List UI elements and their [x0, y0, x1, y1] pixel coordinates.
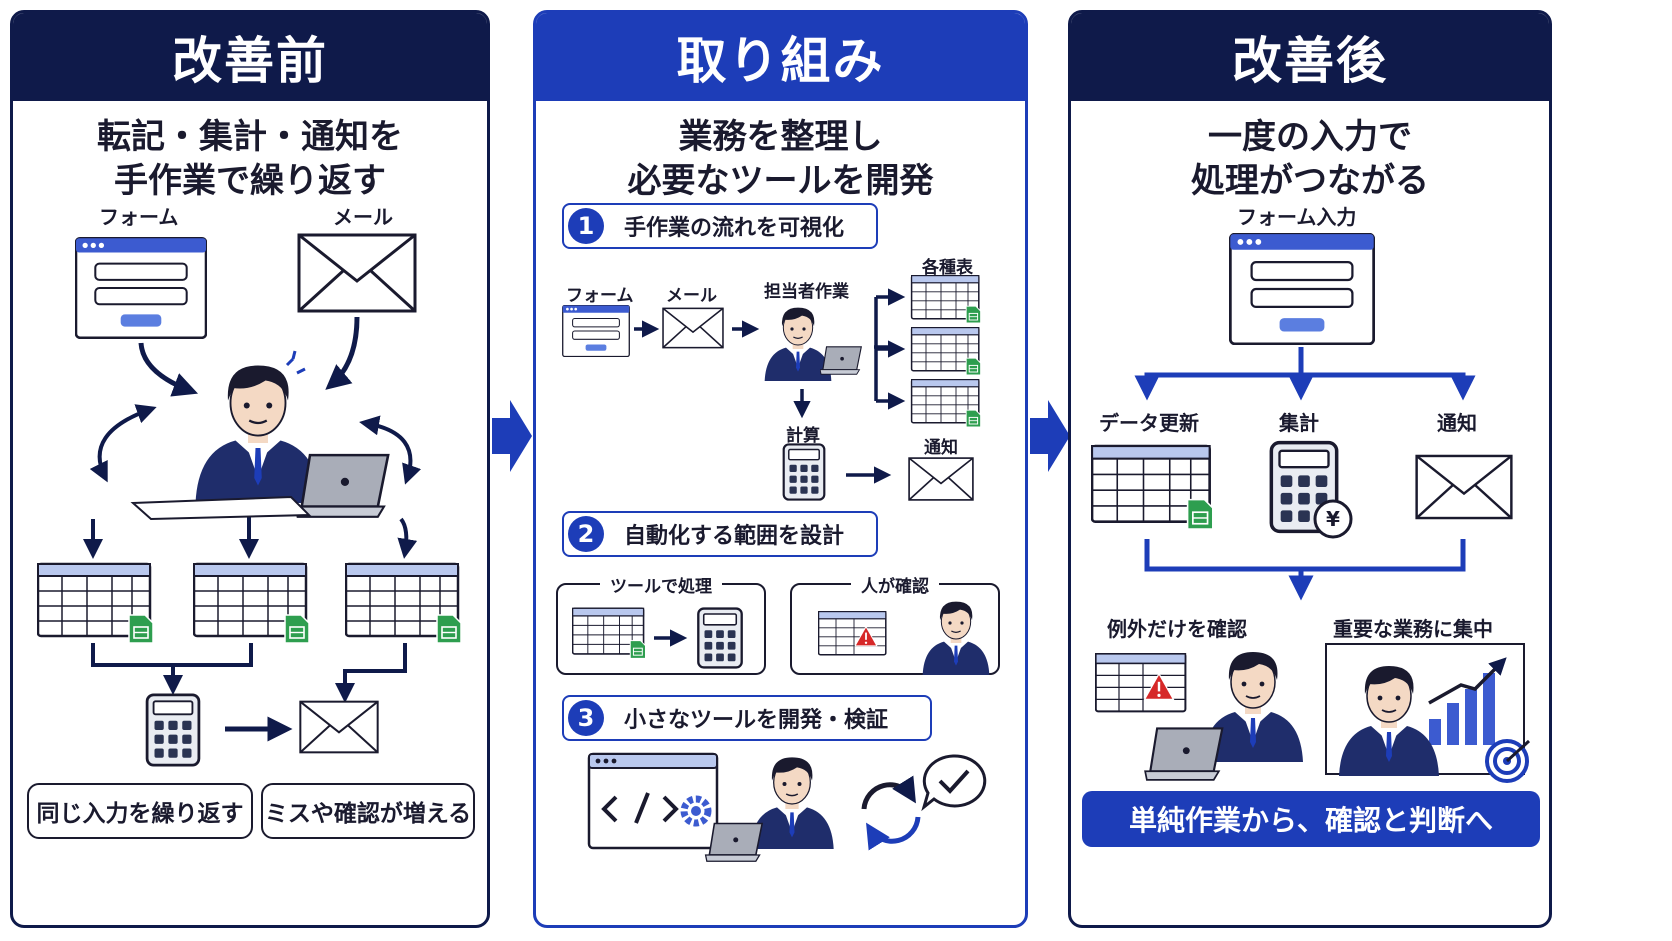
- label-mail: メール: [333, 205, 393, 229]
- step-2-number: 2: [568, 516, 604, 552]
- panel-action-subtitle-1: 業務を整理し: [678, 117, 883, 157]
- label-form-input: フォーム入力: [1237, 205, 1357, 229]
- yen-coin-icon: ¥: [1313, 499, 1353, 539]
- label-form: フォーム: [99, 205, 179, 229]
- box-tool-processing: ツールで処理: [556, 577, 766, 675]
- step-1-label: 手作業の流れを可視化: [624, 216, 845, 241]
- tool-arrow: [654, 629, 688, 647]
- box-human-check: 人が確認: [790, 577, 1000, 675]
- focused-worker-figure: [1337, 664, 1441, 778]
- tool-calculator-icon: [697, 607, 743, 669]
- panel-before-subtitle-1: 転記・集計・通知を: [97, 117, 403, 157]
- box-tool-caption: ツールで処理: [600, 577, 722, 597]
- spreadsheet-icon-2: [193, 562, 311, 645]
- check-bubble-icon: [921, 754, 987, 812]
- flow-arrows: [634, 288, 906, 484]
- label-exception-only: 例外だけを確認: [1107, 617, 1247, 641]
- flow-label-tables: 各種表: [922, 258, 973, 278]
- data-update-sheet-icon: [1091, 444, 1215, 531]
- pill-repeat-input: 同じ入力を繰り返す: [27, 783, 253, 839]
- label-data-update: データ更新: [1099, 411, 1199, 435]
- after-flow-arrows: [1134, 347, 1476, 601]
- panel-before-subtitle-2: 手作業で繰り返す: [114, 161, 386, 201]
- flow-label-form: フォーム: [566, 286, 634, 306]
- after-notify-mail-icon: [1415, 454, 1513, 520]
- calculator-icon: [145, 693, 201, 767]
- panel-after-title: 改善後: [1071, 13, 1549, 101]
- svg-text:¥: ¥: [1326, 507, 1340, 531]
- human-warning-sheet-icon: [818, 611, 887, 656]
- panel-action: 取り組み 業務を整理し 必要なツールを開発 1 手作業の流れを可視化 フォーム …: [533, 10, 1028, 928]
- code-window-icon: [587, 752, 719, 850]
- pill-errors-increase: ミスや確認が増える: [261, 783, 475, 839]
- next-arrow-1: [492, 400, 532, 472]
- step-1-box: 1 手作業の流れを可視化: [562, 203, 878, 249]
- reviewer-laptop-icon: [1144, 727, 1224, 781]
- flow-label-staff: 担当者作業: [764, 282, 849, 302]
- notify-mail-icon: [299, 700, 379, 754]
- refresh-cycle-icon: [861, 775, 921, 851]
- step-3-box: 3 小さなツールを開発・検証: [562, 695, 932, 741]
- panel-after-subtitle-1: 一度の入力で: [1208, 117, 1412, 157]
- flow-label-mail: メール: [666, 286, 717, 306]
- panel-before-title: 改善前: [13, 13, 487, 101]
- box-human-caption: 人が確認: [851, 577, 939, 597]
- step-3-number: 3: [568, 700, 604, 736]
- label-notify: 通知: [1437, 411, 1477, 435]
- flow-label-calc: 計算: [786, 426, 820, 446]
- step-2-box: 2 自動化する範囲を設計: [562, 511, 878, 557]
- panel-action-subtitle-2: 必要なツールを開発: [627, 161, 934, 201]
- human-checker-figure: [922, 601, 990, 675]
- label-focus-important: 重要な業務に集中: [1333, 617, 1493, 641]
- spreadsheet-icon-1: [37, 562, 155, 645]
- panel-before: 改善前 転記・集計・通知を 手作業で繰り返す フォーム メール 同じ入力を繰り返…: [10, 10, 490, 928]
- exception-warning-sheet-icon: [1095, 653, 1187, 713]
- tool-sheet-icon: [572, 607, 647, 659]
- before-flow-arrows: [83, 316, 422, 742]
- developer-laptop-icon: [704, 822, 763, 863]
- step-3-label: 小さなツールを開発・検証: [624, 708, 889, 733]
- label-sum: 集計: [1279, 411, 1319, 435]
- panel-action-title: 取り組み: [536, 13, 1025, 101]
- spreadsheet-icon-3: [345, 562, 463, 645]
- panel-after-subtitle-2: 処理がつながる: [1191, 161, 1429, 201]
- desk-papers: [130, 495, 312, 521]
- flow-label-notify: 通知: [924, 438, 958, 458]
- conclusion-banner: 単純作業から、確認と判断へ: [1082, 791, 1540, 847]
- step-1-number: 1: [568, 208, 604, 244]
- panel-after: 改善後 一度の入力で 処理がつながる フォーム入力 データ更新 集計 通知 ¥ …: [1068, 10, 1552, 928]
- next-arrow-2: [1030, 400, 1070, 472]
- step-2-label: 自動化する範囲を設計: [624, 524, 845, 549]
